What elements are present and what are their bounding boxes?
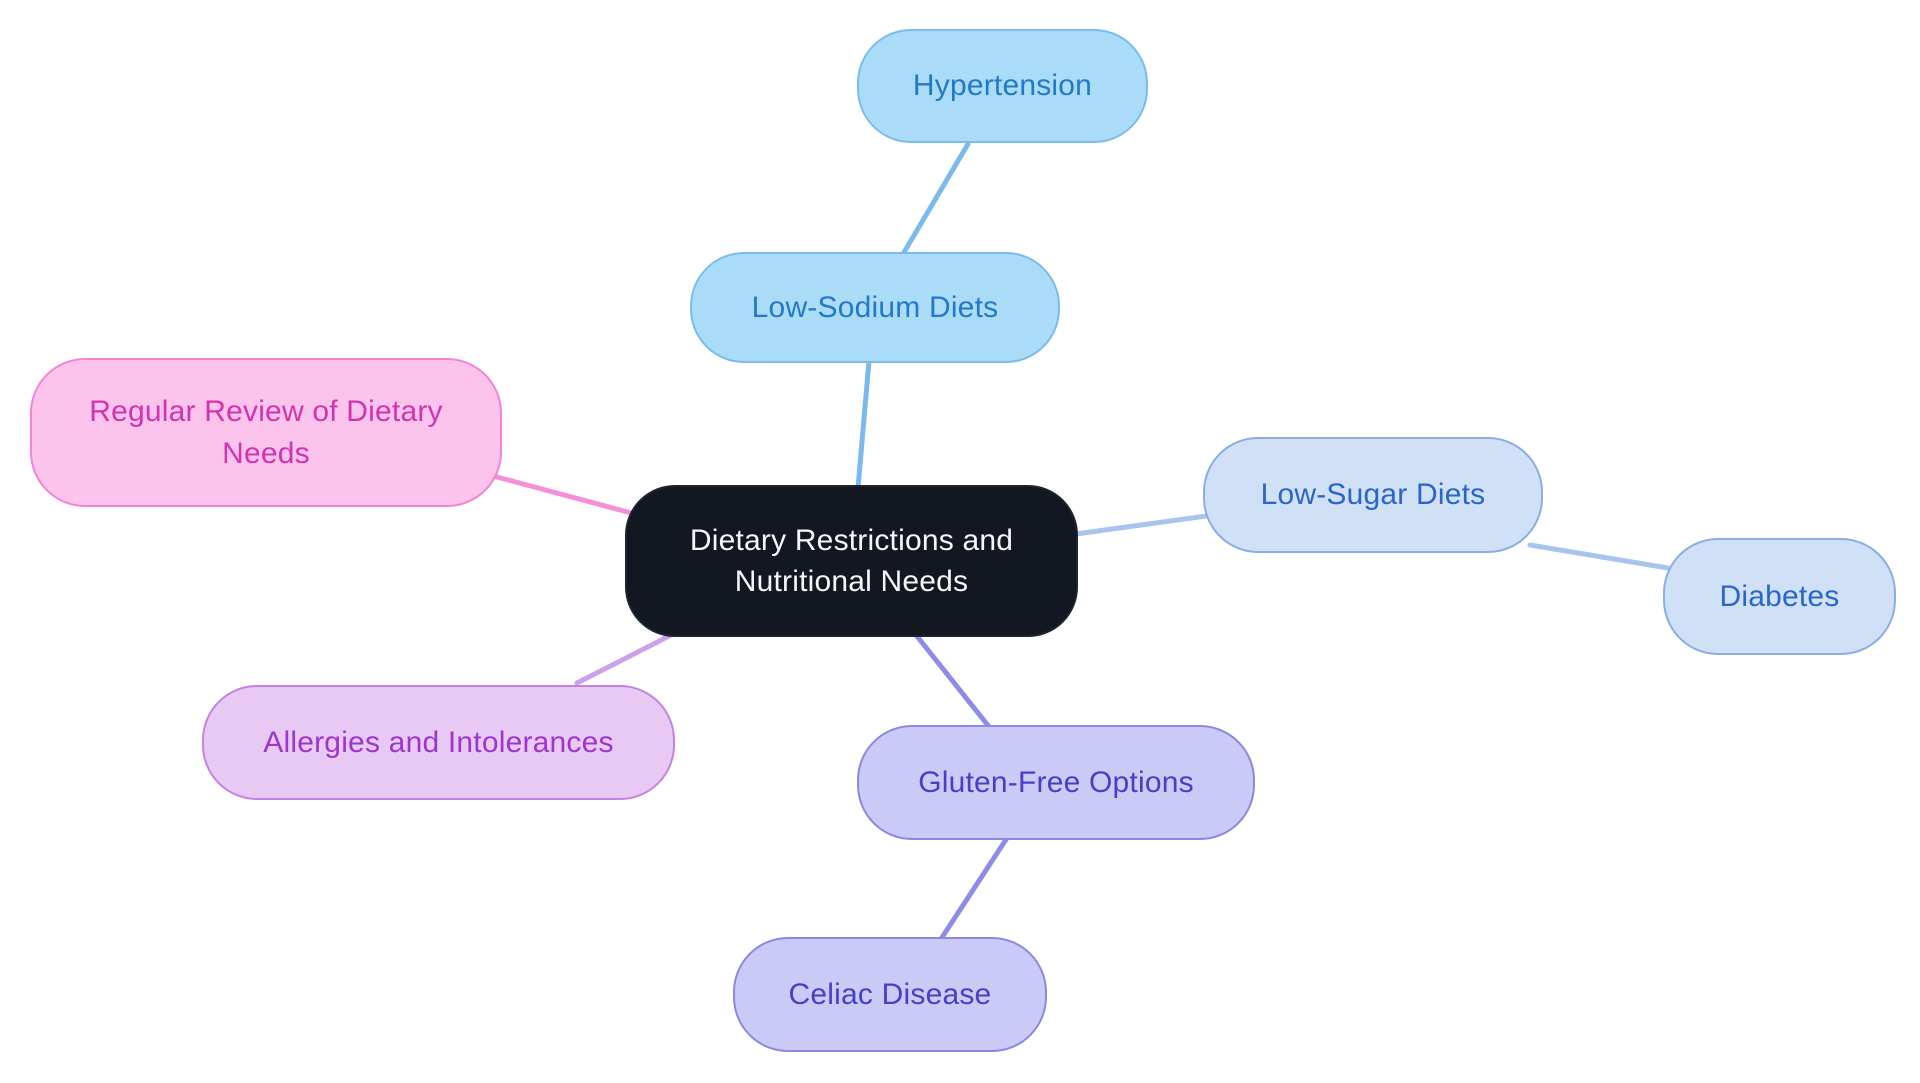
edge-center--low-sodium-diets — [855, 358, 872, 491]
node-label-line: Dietary Restrictions and — [689, 523, 1014, 557]
node-label-line: Low-Sugar Diets — [1260, 478, 1486, 512]
node-diabetes: Diabetes — [1663, 538, 1896, 655]
edge-center--regular-review-of-dietary-needs — [494, 474, 638, 517]
node-gluten-free-options: Gluten-Free Options — [857, 725, 1255, 840]
edge-center--allergies-and-intolerances — [574, 631, 676, 686]
node-label-line: Low-Sodium Diets — [751, 290, 999, 324]
node-label-line: Nutritional Needs — [734, 565, 969, 598]
edge-gluten-free-options--celiac-disease — [938, 835, 1010, 942]
node-label-line: Diabetes — [1719, 579, 1840, 613]
node-celiac-disease: Celiac Disease — [733, 937, 1047, 1052]
node-label-line: Allergies and Intolerances — [263, 725, 614, 759]
node-label-line: Gluten-Free Options — [918, 765, 1194, 799]
node-label-line: Hypertension — [912, 69, 1093, 103]
edge-center--low-sugar-diets — [1073, 513, 1209, 537]
edge-low-sodium-diets--hypertension — [900, 141, 971, 257]
node-low-sugar-diets: Low-Sugar Diets — [1203, 437, 1543, 553]
node-label-line: Regular Review of Dietary — [89, 395, 443, 429]
node-allergies-and-intolerances: Allergies and Intolerances — [202, 685, 675, 800]
edge-center--gluten-free-options — [913, 632, 993, 731]
node-label-line: Needs — [222, 436, 310, 470]
edge-low-sugar-diets--diabetes — [1527, 542, 1671, 571]
node-hypertension: Hypertension — [857, 29, 1148, 143]
node-label-line: Celiac Disease — [788, 977, 992, 1011]
node-low-sodium-diets: Low-Sodium Diets — [690, 252, 1060, 363]
